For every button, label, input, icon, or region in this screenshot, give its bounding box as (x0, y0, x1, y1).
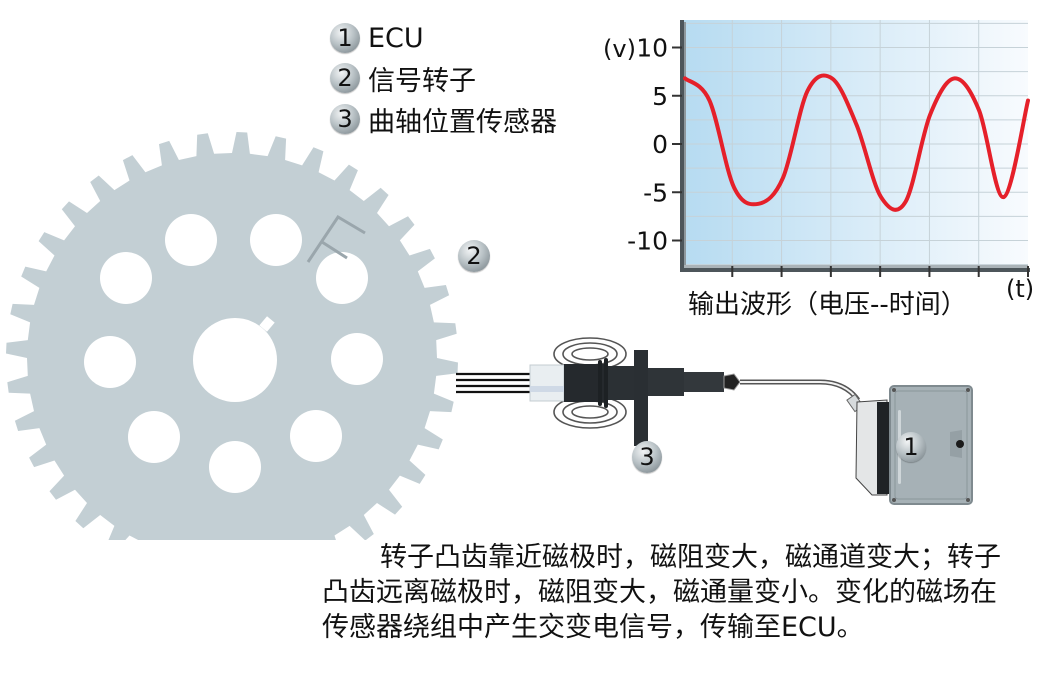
legend-label: 曲轴位置传感器 (368, 106, 557, 138)
number-badge: 2 (330, 63, 360, 93)
x-ticks (731, 266, 1029, 277)
y-tick-label: 10 (636, 34, 668, 63)
rotor-hole (165, 214, 217, 266)
rotor-hole (209, 441, 261, 493)
legend-item-sensor: 3 曲轴位置传感器 (330, 101, 557, 138)
description-line-2: 凸齿远离磁极时，磁阻变大，磁通量变小。变化的磁场在 (322, 577, 997, 608)
y-axis-label: (v) (603, 35, 636, 63)
description-line-3: 传感器绕组中产生交变电信号，传输至ECU。 (322, 612, 864, 643)
waveform-chart: 10 5 0 -5 -10 (v) (t) (603, 20, 1034, 303)
y-ticks: 10 5 0 -5 -10 (627, 34, 682, 256)
sensor-flange (634, 350, 648, 446)
description-line-1: 转子凸齿靠近磁极时，磁阻变大，磁通道变大；转子 (380, 542, 1001, 573)
sensor-callout-badge: 3 (632, 441, 662, 473)
y-tick-label: 0 (652, 130, 668, 159)
x-axis (680, 268, 1030, 272)
waveform-line (683, 73, 1030, 212)
legend-item-ecu: 1 ECU (330, 20, 424, 56)
ecu-port (956, 440, 964, 448)
rotor-hole (128, 411, 180, 463)
rotor-callout-badge: 2 (458, 240, 490, 272)
ecu-callout-badge: 1 (896, 432, 926, 462)
x-axis-label: (t) (1006, 275, 1034, 303)
rotor-hole (100, 252, 152, 304)
rotor-hole (290, 410, 342, 462)
y-tick-label: -10 (627, 227, 668, 256)
legend-label: 信号转子 (368, 65, 476, 97)
magnetic-pole-lines (456, 372, 530, 394)
y-axis (680, 20, 684, 272)
rotor-hole (316, 252, 368, 304)
y-tick-label: 5 (652, 82, 668, 111)
number-badge: 1 (330, 23, 360, 53)
number-badge: 3 (330, 104, 360, 134)
description-text: 转子凸齿靠近磁极时，磁阻变大，磁通道变大；转子 凸齿远离磁极时，磁阻变大，磁通量… (322, 540, 1057, 645)
y-tick-label: -5 (643, 178, 668, 207)
rotor-shaft-hole (193, 318, 277, 402)
rotor-f-mark (306, 214, 366, 263)
chart-title: 输出波形（电压--时间） (688, 290, 967, 320)
crankshaft-position-sensor (456, 337, 973, 505)
rotor-hole (331, 333, 383, 385)
signal-rotor (6, 132, 458, 540)
legend-label: ECU (368, 22, 424, 54)
rotor-hole (84, 336, 136, 388)
legend-item-rotor: 2 信号转子 (330, 60, 476, 97)
ecu-box (889, 385, 973, 505)
rotor-hole (250, 214, 302, 266)
